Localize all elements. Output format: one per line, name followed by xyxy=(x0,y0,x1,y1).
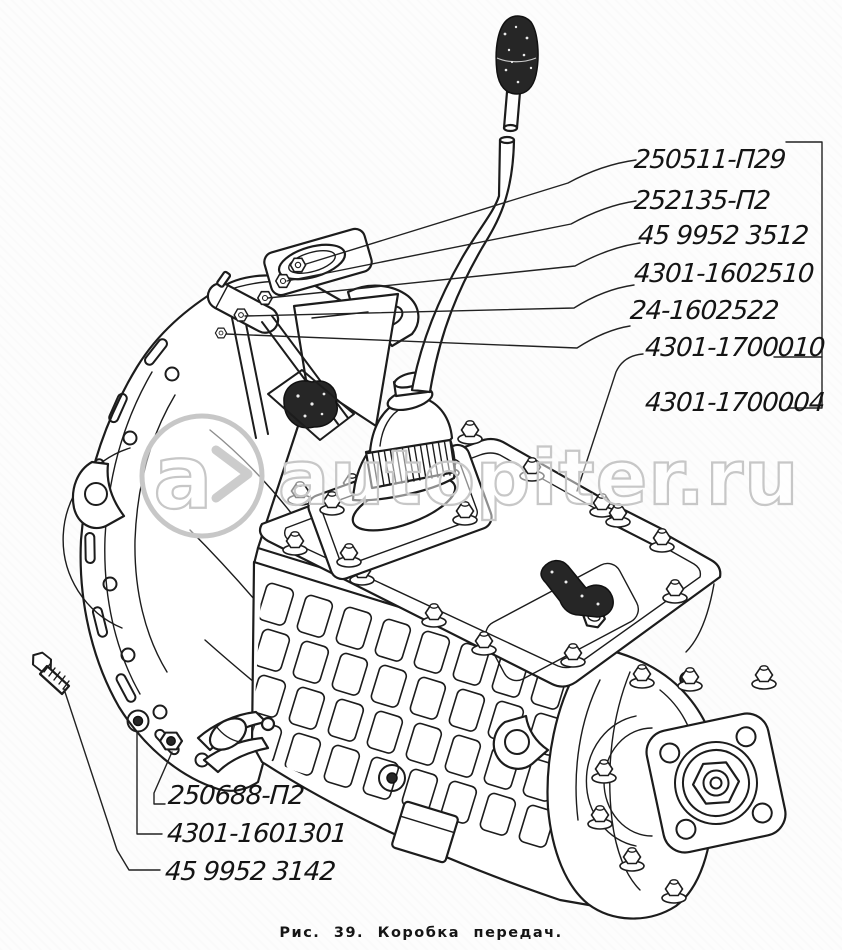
assembly-bracket xyxy=(785,141,823,409)
part-number-label: 4301-1601301 xyxy=(165,819,348,849)
output-flange xyxy=(645,712,787,854)
part-number-label: 4301-1700010 xyxy=(643,333,826,363)
watermark-logo: a xyxy=(153,426,212,529)
part-number-label: 24-1602522 xyxy=(628,296,780,326)
leader-lines xyxy=(63,141,823,871)
part-number-label: 252135-П2 xyxy=(632,186,771,216)
part-number-label: 250511-П29 xyxy=(632,145,787,175)
part-number-label: 45 9952 3512 xyxy=(636,221,810,251)
drain-plug xyxy=(378,764,406,792)
part-number-label: 45 9952 3142 xyxy=(163,857,337,887)
figure-caption: Рис. 39. Коробка передач. xyxy=(279,925,563,941)
clutch-actuator xyxy=(206,227,400,441)
part-number-label: 250688-П2 xyxy=(166,781,305,811)
watermark: a autopiter.ru xyxy=(139,413,799,539)
part-number-label: 4301-1602510 xyxy=(632,259,815,289)
mount-bolt xyxy=(31,651,71,696)
breather-cap xyxy=(540,559,614,629)
release-fork xyxy=(196,710,276,774)
fastener-parts xyxy=(31,651,184,751)
lower-tab xyxy=(391,800,459,864)
shift-lever xyxy=(410,15,539,394)
watermark-text: autopiter.ru xyxy=(278,433,799,522)
shift-knob xyxy=(495,15,539,95)
part-number-label: 4301-1700004 xyxy=(643,388,826,418)
bleeder-screw xyxy=(216,270,232,288)
seal-plug xyxy=(126,709,150,733)
watermark-chevron-icon xyxy=(211,445,253,503)
